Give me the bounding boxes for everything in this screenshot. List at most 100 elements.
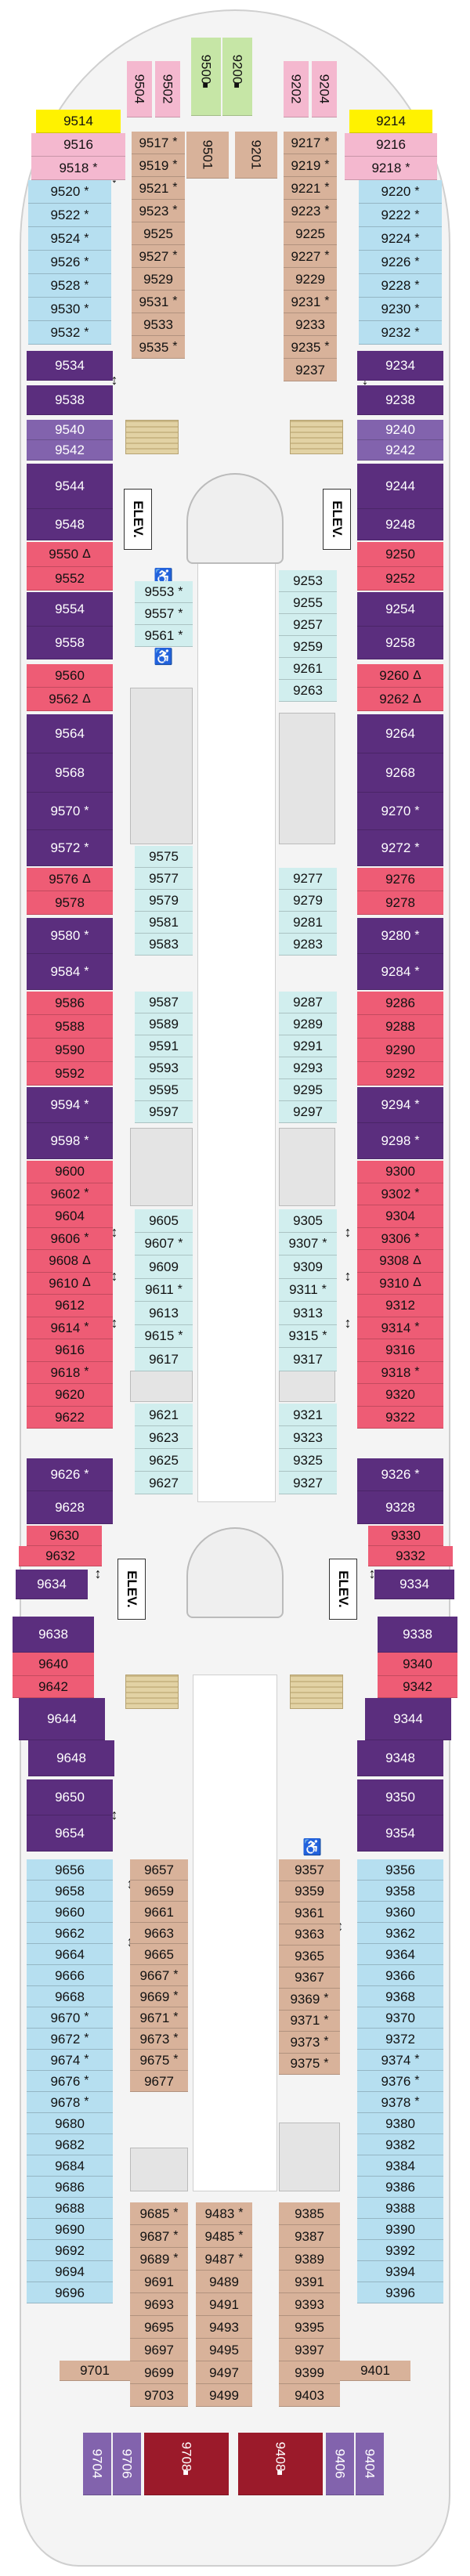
cabin-9491[interactable]: 9491 [196,2293,252,2316]
cabin-9670[interactable]: 9670* [27,2007,113,2029]
cabin-9621[interactable]: 9621 [135,1404,193,1426]
cabin-9553[interactable]: 9553* [135,581,193,603]
cabin-9706[interactable]: 9706 [113,2433,141,2495]
cabin-9675[interactable]: 9675* [130,2050,188,2071]
cabin-9327[interactable]: 9327 [279,1472,337,1494]
cabin-9693[interactable]: 9693 [130,2293,188,2316]
cabin-9694[interactable]: 9694 [27,2261,113,2282]
cabin-9201[interactable]: 9201 [235,132,277,179]
cabin-9286[interactable]: 9286 [357,992,443,1015]
cabin-9614[interactable]: 9614* [27,1317,113,1339]
cabin-9697[interactable]: 9697 [130,2339,188,2361]
cabin-9368[interactable]: 9368 [357,1986,443,2007]
cabin-9367[interactable]: 9367 [279,1967,340,1989]
cabin-9676[interactable]: 9676* [27,2071,113,2092]
cabin-9250[interactable]: 9250 [357,542,443,567]
cabin-9223[interactable]: 9223* [284,200,337,222]
cabin-9678[interactable]: 9678* [27,2092,113,2113]
cabin-9627[interactable]: 9627 [135,1472,193,1494]
cabin-9317[interactable]: 9317 [279,1348,337,1371]
cabin-9288[interactable]: 9288 [357,1015,443,1039]
cabin-9293[interactable]: 9293 [279,1057,337,1079]
cabin-9502[interactable]: 9502 [155,61,180,117]
cabin-9360[interactable]: 9360 [357,1902,443,1923]
cabin-9348[interactable]: 9348 [357,1740,443,1776]
cabin-9666[interactable]: 9666 [27,1965,113,1986]
cabin-9378[interactable]: 9378* [357,2092,443,2113]
cabin-9531[interactable]: 9531* [132,291,185,313]
cabin-9674[interactable]: 9674* [27,2050,113,2071]
cabin-9588[interactable]: 9588 [27,1015,113,1039]
cabin-9222[interactable]: 9222* [359,204,442,227]
cabin-9253[interactable]: 9253 [279,570,337,592]
cabin-9533[interactable]: 9533 [132,313,185,336]
cabin-9691[interactable]: 9691 [130,2271,188,2293]
cabin-9602[interactable]: 9602* [27,1183,113,1205]
cabin-9291[interactable]: 9291 [279,1035,337,1057]
cabin-9384[interactable]: 9384 [357,2155,443,2177]
cabin-9564[interactable]: 9564 [27,714,113,753]
cabin-9225[interactable]: 9225 [284,222,337,245]
cabin-9318[interactable]: 9318* [357,1361,443,1384]
cabin-9314[interactable]: 9314* [357,1317,443,1339]
cabin-9313[interactable]: 9313 [279,1302,337,1325]
cabin-9371[interactable]: 9371* [279,2010,340,2032]
cabin-9233[interactable]: 9233 [284,313,337,336]
cabin-9495[interactable]: 9495 [196,2339,252,2361]
cabin-9620[interactable]: 9620 [27,1384,113,1407]
cabin-9625[interactable]: 9625 [135,1449,193,1472]
cabin-9216[interactable]: 9216 [345,133,437,157]
cabin-9535[interactable]: 9535* [132,336,185,359]
cabin-9300[interactable]: 9300 [357,1161,443,1183]
cabin-9612[interactable]: 9612 [27,1295,113,1317]
cabin-9688[interactable]: 9688 [27,2198,113,2219]
cabin-9500[interactable]: 9500■ [191,38,221,116]
cabin-9361[interactable]: 9361 [279,1902,340,1924]
cabin-9284[interactable]: 9284* [357,954,443,990]
cabin-9401[interactable]: 9401 [340,2361,410,2381]
cabin-9680[interactable]: 9680 [27,2113,113,2134]
cabin-9598[interactable]: 9598* [27,1123,113,1159]
cabin-9255[interactable]: 9255 [279,592,337,614]
cabin-9589[interactable]: 9589 [135,1013,193,1035]
cabin-9380[interactable]: 9380 [357,2113,443,2134]
cabin-9234[interactable]: 9234 [357,351,443,381]
cabin-9487[interactable]: 9487* [196,2248,252,2271]
cabin-9485[interactable]: 9485* [196,2225,252,2248]
cabin-9690[interactable]: 9690 [27,2219,113,2240]
cabin-9248[interactable]: 9248 [357,509,443,540]
cabin-9615[interactable]: 9615* [135,1324,193,1348]
cabin-9518[interactable]: 9518* [31,157,125,180]
cabin-9292[interactable]: 9292 [357,1062,443,1086]
cabin-9325[interactable]: 9325 [279,1449,337,1472]
cabin-9499[interactable]: 9499 [196,2384,252,2407]
cabin-9393[interactable]: 9393 [279,2293,340,2316]
cabin-9372[interactable]: 9372 [357,2029,443,2050]
cabin-9214[interactable]: 9214 [349,110,432,133]
cabin-9685[interactable]: 9685* [130,2202,188,2225]
cabin-9695[interactable]: 9695 [130,2316,188,2339]
cabin-9592[interactable]: 9592 [27,1062,113,1086]
cabin-9390[interactable]: 9390 [357,2219,443,2240]
cabin-9240[interactable]: 9240 [357,420,443,440]
cabin-9504[interactable]: 9504 [127,61,152,117]
cabin-9597[interactable]: 9597 [135,1101,193,1123]
cabin-9354[interactable]: 9354 [357,1815,443,1852]
cabin-9232[interactable]: 9232* [359,321,442,345]
cabin-9270[interactable]: 9270* [357,793,443,830]
cabin-9497[interactable]: 9497 [196,2361,252,2384]
cabin-9591[interactable]: 9591 [135,1035,193,1057]
cabin-9403[interactable]: 9403 [279,2384,340,2407]
cabin-9586[interactable]: 9586 [27,992,113,1015]
cabin-9519[interactable]: 9519* [132,154,185,177]
cabin-9595[interactable]: 9595 [135,1079,193,1101]
cabin-9358[interactable]: 9358 [357,1881,443,1902]
cabin-9686[interactable]: 9686 [27,2177,113,2198]
cabin-9622[interactable]: 9622 [27,1406,113,1429]
cabin-9526[interactable]: 9526* [28,251,111,274]
cabin-9600[interactable]: 9600 [27,1161,113,1183]
cabin-9703[interactable]: 9703 [130,2384,188,2407]
